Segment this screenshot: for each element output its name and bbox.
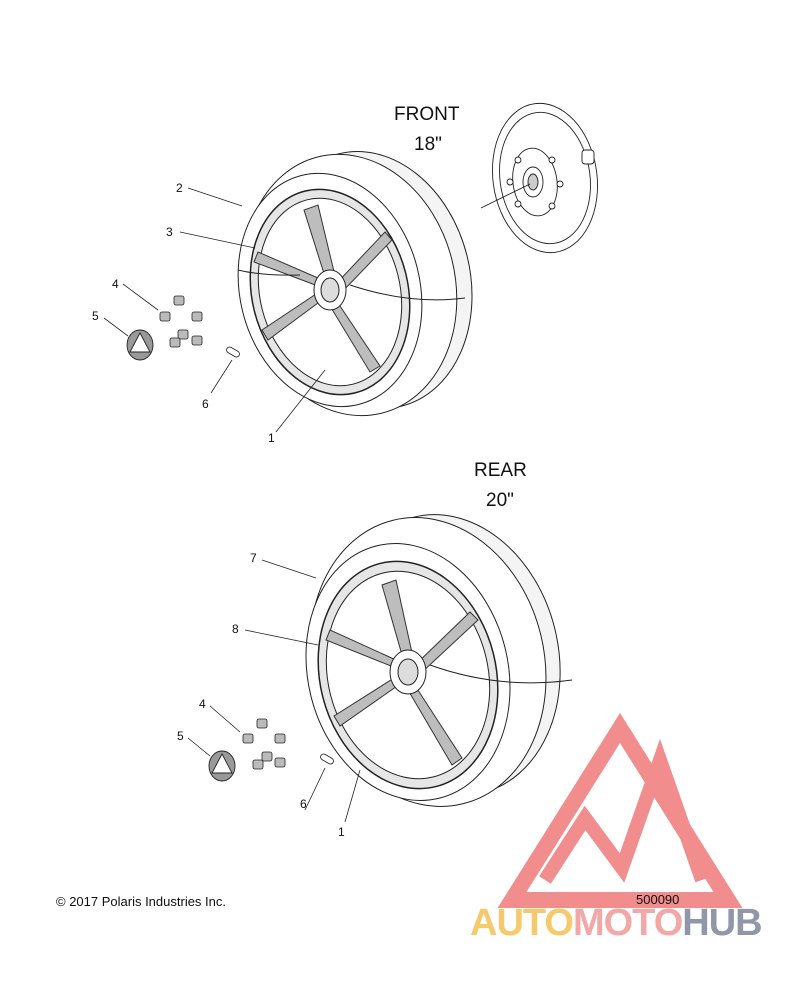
rear-lug-nuts	[242, 718, 286, 770]
callout-rear-1: 1	[338, 825, 345, 839]
callout-rear-8: 8	[232, 622, 239, 636]
front-size: 18"	[414, 134, 442, 155]
callout-rear-5: 5	[177, 729, 184, 743]
front-title: FRONT	[394, 104, 460, 125]
rear-title: REAR	[474, 460, 527, 481]
copyright-notice: © 2017 Polaris Industries Inc.	[56, 894, 226, 909]
watermark-text-hub: HUB	[682, 902, 762, 944]
callout-front-3: 3	[166, 225, 173, 239]
callout-front-4: 4	[112, 277, 119, 291]
callout-front-1: 1	[268, 431, 275, 445]
callout-front-2: 2	[176, 181, 183, 195]
watermark-text: AUTOMOTOHUB	[470, 902, 763, 945]
watermark-text-auto: AUTO	[470, 902, 574, 944]
watermark-logo	[497, 712, 743, 908]
front-center-cap	[126, 329, 154, 361]
callout-front-5: 5	[92, 309, 99, 323]
front-lug-nuts	[159, 295, 203, 348]
front-leaders	[103, 187, 326, 433]
front-wheel	[237, 151, 473, 417]
front-valve-stem	[226, 346, 240, 358]
diagram-number: 500090	[636, 892, 680, 907]
rear-size: 20"	[486, 490, 514, 511]
rear-center-cap	[208, 750, 236, 782]
rear-leaders	[187, 559, 361, 823]
callout-front-6: 6	[202, 397, 209, 411]
rear-wheel	[305, 514, 573, 807]
front-hub-assembly	[492, 102, 598, 254]
callout-rear-4: 4	[199, 697, 206, 711]
rear-valve-stem	[320, 753, 334, 765]
watermark-text-moto: MOTO	[572, 902, 683, 944]
callout-rear-7: 7	[250, 551, 257, 565]
callout-rear-6: 6	[300, 797, 307, 811]
